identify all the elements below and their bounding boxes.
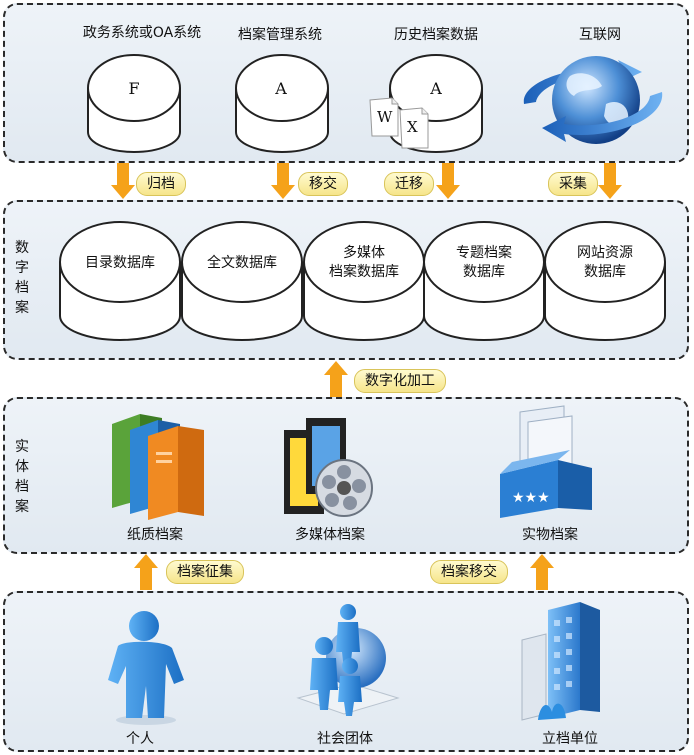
institution-buildings-icon	[521, 602, 600, 721]
digital-archive-title: 数字档案	[15, 240, 29, 316]
up-arrow-digitize	[324, 361, 348, 397]
system-label-history: 历史档案数据	[394, 27, 478, 43]
flow-tag-collect: 采集	[548, 172, 598, 196]
digitize-tag: 数字化加工	[354, 369, 446, 393]
db-label-thematic: 专题档案 数据库	[456, 245, 512, 280]
source-institution-label: 立档单位	[542, 731, 598, 747]
down-arrow-3	[436, 163, 460, 199]
object-archive-label: 实物档案	[522, 527, 578, 543]
document-w-letter: W	[377, 108, 393, 126]
down-arrow-4	[598, 163, 622, 199]
archive-mgmt-letter: A	[275, 79, 287, 98]
flow-tag-transfer: 移交	[298, 172, 348, 196]
db-label-website: 网站资源 数据库	[577, 245, 633, 280]
document-x-icon	[399, 107, 429, 149]
flow-tag-migrate: 迁移	[384, 172, 434, 196]
db-cylinder-5	[544, 221, 666, 341]
source-social-group-label: 社会团体	[317, 731, 373, 747]
system-label-archive-mgmt: 档案管理系统	[238, 27, 322, 43]
flow-tag-archive: 归档	[136, 172, 186, 196]
system-label-oa: 政务系统或OA系统	[82, 25, 202, 41]
paper-archive-label: 纸质档案	[127, 527, 183, 543]
oa-system-cylinder	[87, 54, 181, 153]
physical-archive-title: 实体档案	[15, 439, 29, 515]
db-label-fulltext: 全文数据库	[207, 255, 277, 271]
multimedia-archive-label: 多媒体档案	[295, 527, 365, 543]
svg-text:★★★: ★★★	[512, 490, 550, 506]
object-archive-box-icon: ★★★	[500, 405, 592, 518]
db-cylinder-4	[423, 221, 545, 341]
history-data-letter: A	[430, 79, 442, 98]
down-arrow-1	[111, 163, 135, 199]
multimedia-film-reel-icon	[284, 418, 373, 517]
db-label-catalog: 目录数据库	[85, 255, 155, 271]
globe-icon	[523, 56, 663, 144]
up-arrow-collect	[134, 554, 158, 590]
db-cylinder-2	[181, 221, 303, 341]
document-x-letter: X	[407, 118, 418, 136]
system-label-internet: 互联网	[579, 27, 621, 43]
flow-tag-archive-collect: 档案征集	[166, 560, 244, 584]
down-arrow-2	[271, 163, 295, 199]
archive-mgmt-cylinder	[235, 54, 329, 153]
db-label-multimedia: 多媒体 档案数据库	[329, 245, 399, 280]
source-individual-label: 个人	[126, 731, 154, 747]
oa-letter: F	[128, 79, 140, 98]
social-group-icon	[296, 604, 400, 716]
db-cylinder-1	[59, 221, 181, 341]
db-cylinder-3	[303, 221, 425, 341]
person-icon	[108, 611, 184, 725]
document-w-icon	[369, 97, 399, 137]
flow-tag-archive-transfer: 档案移交	[430, 560, 508, 584]
paper-archive-books-icon	[112, 414, 204, 520]
up-arrow-transfer	[530, 554, 554, 590]
